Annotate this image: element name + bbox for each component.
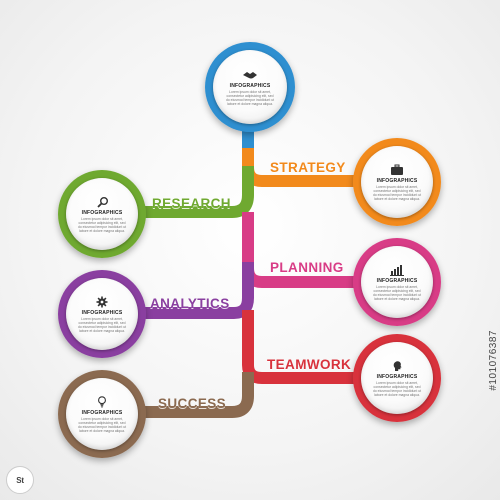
label-strategy: STRATEGY	[270, 160, 346, 175]
node-teamwork: INFOGRAPHICS Lorem ipsum dolor sit amet,…	[353, 334, 441, 422]
node-text: Lorem ipsum dolor sit amet, consectetur …	[225, 89, 275, 106]
stock-id-watermark: #101076387	[488, 330, 499, 391]
node-title: INFOGRAPHICS	[376, 373, 418, 380]
node-text: Lorem ipsum dolor sit amet, consectetur …	[77, 316, 127, 333]
node-text: Lorem ipsum dolor sit amet, consectetur …	[372, 184, 422, 201]
connector-research	[130, 166, 254, 218]
connector-success	[130, 372, 254, 418]
label-planning: PLANNING	[270, 260, 344, 275]
briefcase-icon	[391, 164, 403, 175]
node-title: INFOGRAPHICS	[81, 409, 123, 416]
node-text: Lorem ipsum dolor sit amet, consectetur …	[372, 380, 422, 397]
node-success: INFOGRAPHICS Lorem ipsum dolor sit amet,…	[58, 370, 146, 458]
node-text: Lorem ipsum dolor sit amet, consectetur …	[77, 416, 127, 433]
label-teamwork: TEAMWORK	[267, 357, 352, 372]
node-analytics: INFOGRAPHICS Lorem ipsum dolor sit amet,…	[58, 270, 146, 358]
lightbulb-icon	[98, 395, 106, 407]
node-title: INFOGRAPHICS	[376, 277, 418, 284]
node-title: INFOGRAPHICS	[81, 209, 123, 216]
handshake-icon	[243, 71, 257, 78]
label-research: RESEARCH	[152, 196, 231, 211]
node-top: INFOGRAPHICS Lorem ipsum dolor sit amet,…	[205, 42, 295, 132]
bar-chart-icon	[390, 264, 404, 276]
search-icon	[97, 196, 108, 208]
label-analytics: ANALYTICS	[150, 296, 230, 311]
label-success: SUCCESS	[158, 396, 227, 411]
node-title: INFOGRAPHICS	[81, 309, 123, 316]
person-head-icon	[393, 360, 402, 371]
node-title: INFOGRAPHICS	[229, 82, 271, 89]
node-research: INFOGRAPHICS Lorem ipsum dolor sit amet,…	[58, 170, 146, 258]
node-text: Lorem ipsum dolor sit amet, consectetur …	[77, 216, 127, 233]
node-title: INFOGRAPHICS	[376, 177, 418, 184]
stock-logo: St	[6, 466, 34, 494]
node-planning: INFOGRAPHICS Lorem ipsum dolor sit amet,…	[353, 238, 441, 326]
connector-analytics	[130, 262, 254, 319]
gear-icon	[96, 296, 108, 307]
node-strategy: INFOGRAPHICS Lorem ipsum dolor sit amet,…	[353, 138, 441, 226]
node-text: Lorem ipsum dolor sit amet, consectetur …	[372, 284, 422, 301]
